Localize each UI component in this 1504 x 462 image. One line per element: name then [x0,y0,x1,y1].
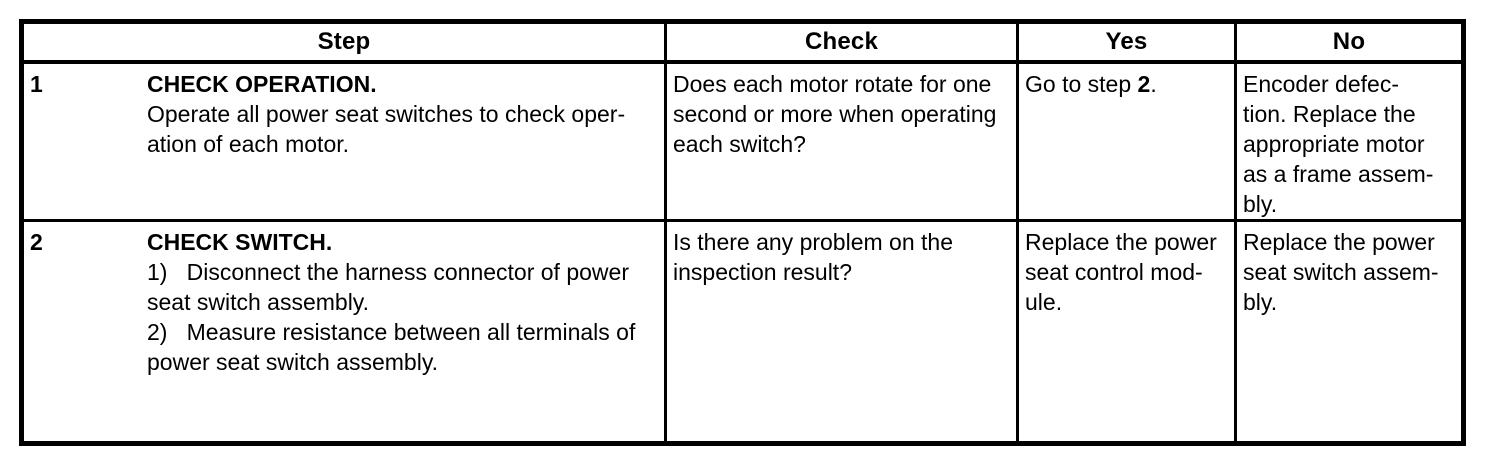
yes-action-1: Go to step 2. [1025,69,1229,99]
no-cell-1: Encoder defec- tion. Replace the appropr… [1234,60,1465,222]
header-step: Step [20,20,667,64]
step-layout-2: 2 CHECK SWITCH. 1) Disconnect the harnes… [30,227,659,377]
check-cell-1: Does each motor rotate for one second or… [664,60,1019,222]
step-instructions-1: Operate all power seat switches to check… [147,101,626,157]
step-title-2: CHECK SWITCH. [147,229,333,255]
no-cell-2: Replace the power seat switch assem- bly… [1234,219,1465,445]
step-number-2: 2 [30,229,43,255]
yes-action-1-suffix: . [1150,71,1157,97]
table-row-step-1: 1 CHECK OPERATION. Operate all power sea… [20,60,1465,222]
yes-cell-2: Replace the power seat control mod- ule. [1016,219,1237,445]
yes-action-1-step-ref: 2 [1137,71,1151,97]
check-cell-2: Is there any problem on the inspection r… [664,219,1019,445]
check-question-2: Is there any problem on the inspection r… [673,229,953,285]
step-cell-2: 2 CHECK SWITCH. 1) Disconnect the harnes… [20,219,667,445]
no-action-2: Replace the power seat switch assem- bly… [1243,229,1439,315]
yes-action-1-prefix: Go to step [1025,71,1138,97]
header-yes: Yes [1016,20,1237,64]
no-action-1: Encoder defec- tion. Replace the appropr… [1243,71,1434,217]
step-number-1: 1 [30,71,43,97]
table-row-step-2: 2 CHECK SWITCH. 1) Disconnect the harnes… [20,219,1465,445]
step-cell-1: 1 CHECK OPERATION. Operate all power sea… [20,60,667,222]
step-title-1: CHECK OPERATION. [147,71,377,97]
header-check: Check [664,20,1019,64]
header-no: No [1234,20,1465,64]
step-body-1: CHECK OPERATION. Operate all power seat … [147,69,659,159]
step-instructions-2: 1) Disconnect the harness connector of p… [147,259,636,375]
step-body-2: CHECK SWITCH. 1) Disconnect the harness … [147,227,659,377]
check-question-1: Does each motor rotate for one second or… [673,71,997,157]
step-layout-1: 1 CHECK OPERATION. Operate all power sea… [30,69,659,159]
header-row: Step Check Yes No [20,20,1465,64]
yes-action-2: Replace the power seat control mod- ule. [1025,229,1217,315]
yes-cell-1: Go to step 2. [1016,60,1237,222]
diagnostic-table: Step Check Yes No 1 CHECK OPERATION. Ope… [19,19,1466,446]
